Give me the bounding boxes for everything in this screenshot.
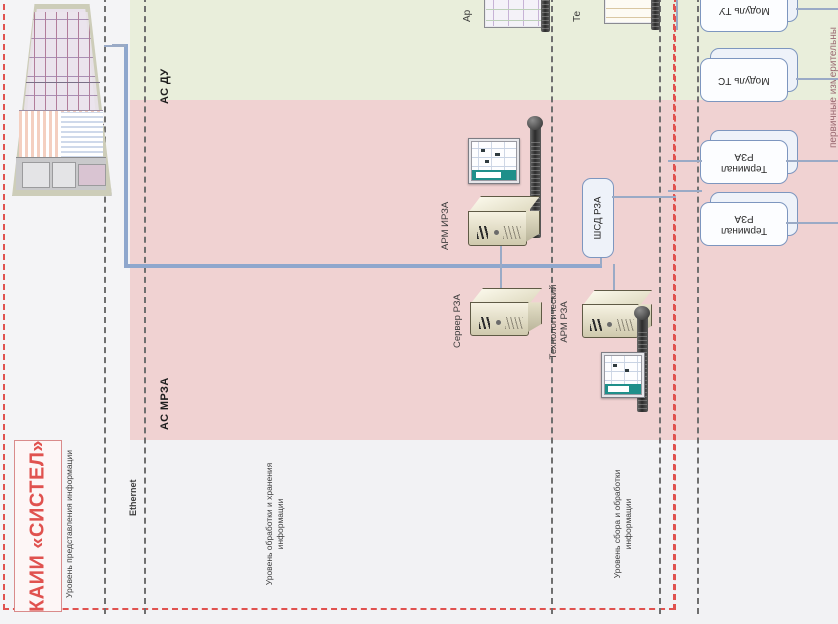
- link-terminal-2-right: [786, 222, 838, 224]
- teh-arm-rza-monitor: [601, 352, 645, 398]
- link-teh-arm-to-bus: [613, 264, 615, 290]
- kaii-title-box: КАИИ «СИСТЕЛ»: [14, 440, 62, 612]
- module-ts-group: Модуль ТС: [700, 48, 798, 104]
- link-mimic-to-bus: [104, 45, 126, 47]
- arm-irza-monitor: [468, 138, 520, 184]
- link-top-green: [676, 0, 678, 30]
- divider-ethernet-right: [144, 0, 146, 614]
- divider-acquisition-right: [659, 0, 661, 614]
- level-label-processing: Уровень обработки и хранения информации: [264, 462, 285, 586]
- link-terminal-1-left: [668, 160, 702, 162]
- terminal-rza-1-group: Терминал РЗА: [700, 130, 798, 186]
- link-shsd-to-terminals: [612, 196, 676, 198]
- top-screen-2-keyboard: [651, 0, 660, 30]
- node-label-teh-arm-rza: Технологический АРМ РЗА: [548, 284, 570, 360]
- right-edge-label: первичные измерительны: [828, 27, 838, 148]
- divider-ethernet-left: [104, 0, 106, 614]
- level-label-acquisition: Уровень сбора и обработки информации: [612, 469, 633, 579]
- node-label-arm-irza: АРМ ИРЗА: [440, 201, 451, 250]
- arm-irza-keyboard: [527, 116, 543, 238]
- ethernet-bus-vertical: [124, 44, 128, 268]
- top-screen-1: [484, 0, 550, 28]
- node-label-server-rza: Сервер РЗА: [452, 294, 463, 348]
- band-label-as-du: АС ДУ: [159, 68, 171, 104]
- module-ts-label: Модуль ТС: [718, 75, 770, 86]
- arm-irza-tower: [468, 196, 540, 246]
- page-title: КАИИ «СИСТЕЛ»: [26, 439, 49, 613]
- link-module-ts-right: [796, 78, 838, 80]
- terminal-rza-2-label: Терминал РЗА: [720, 213, 768, 236]
- module-tu-label: Модуль ТУ: [718, 5, 770, 16]
- ethernet-bus-horizontal: [124, 264, 602, 268]
- mimic-board-panel: [10, 4, 112, 196]
- terminal-rza-2-group: Терминал РЗА: [700, 192, 798, 248]
- link-module-tu-right: [796, 8, 838, 10]
- top-label-1: Ар: [462, 9, 473, 22]
- link-terminal-2-left: [668, 190, 702, 192]
- link-terminal-1-right: [786, 160, 838, 162]
- top-screen-1-keyboard: [541, 0, 550, 32]
- shsd-rza-box: ШСД РЗА: [582, 178, 614, 258]
- link-mimic-stub: [112, 44, 126, 46]
- kaii-boundary-right: [674, 0, 676, 610]
- divider-processing-right: [551, 0, 553, 614]
- top-screen-2: [604, 0, 658, 24]
- level-label-presentation: Уровень представления информации: [64, 450, 74, 598]
- top-label-2: Те: [572, 10, 583, 22]
- link-server-to-bus: [500, 264, 502, 290]
- module-tu-group: Модуль ТУ: [700, 0, 798, 34]
- link-arm-irza-to-bus: [500, 240, 502, 266]
- band-label-as-mrza: АС МРЗА: [159, 377, 171, 430]
- node-label-shsd-rza: ШСД РЗА: [592, 196, 604, 240]
- terminal-rza-1-label: Терминал РЗА: [720, 151, 768, 174]
- divider-far-right: [697, 0, 699, 614]
- network-label-ethernet: Ethernet: [128, 479, 138, 516]
- server-rza-box: [470, 288, 542, 336]
